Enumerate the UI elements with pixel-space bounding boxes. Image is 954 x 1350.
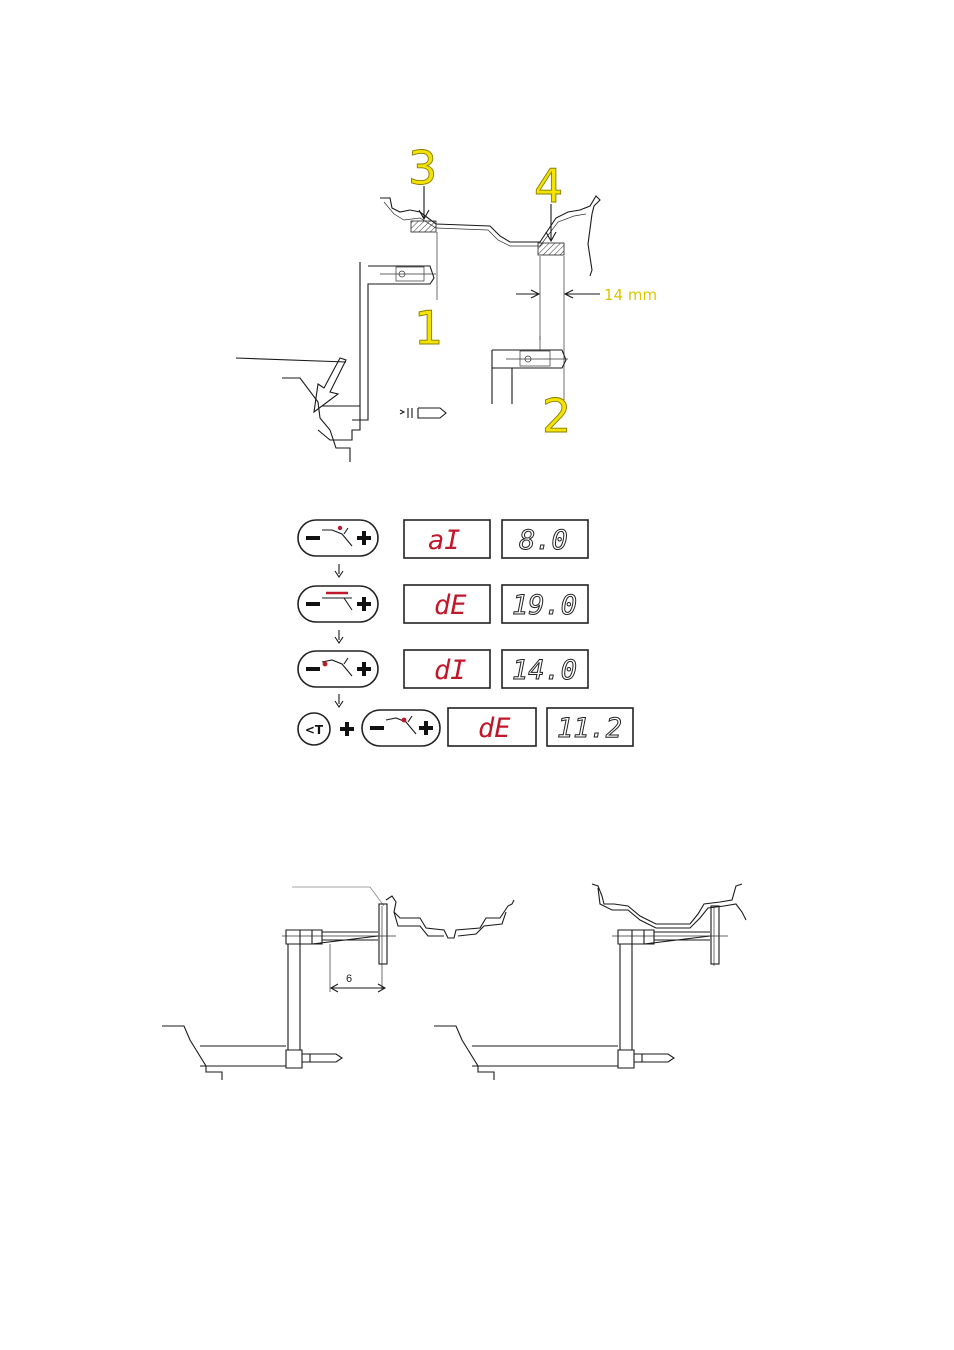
callout-2: 2 bbox=[542, 389, 571, 443]
minus-icon bbox=[306, 667, 320, 671]
rim-section-right bbox=[592, 884, 746, 928]
display-code-text: dE bbox=[434, 590, 467, 621]
display-code-3: dI bbox=[404, 650, 490, 688]
minus-icon bbox=[306, 536, 320, 540]
down-arrow-icon bbox=[335, 564, 343, 577]
display-value-4: 11.2 bbox=[547, 708, 633, 746]
measurement-label: 14 mm bbox=[604, 286, 657, 304]
callout-1: 1 bbox=[414, 301, 443, 355]
display-value-text: 8.0 bbox=[519, 525, 568, 556]
display-code-1: aI bbox=[404, 520, 490, 558]
wheel-dimension-button-1[interactable] bbox=[298, 520, 378, 556]
down-arrow-icon bbox=[335, 630, 343, 643]
rim-profile bbox=[380, 196, 600, 276]
display-value-1: 8.0 bbox=[502, 520, 588, 558]
display-code-2: dE bbox=[404, 585, 490, 623]
gauge-arm-right bbox=[618, 930, 710, 944]
display-code-4: dE bbox=[448, 708, 536, 746]
down-arrow-icon bbox=[335, 694, 343, 707]
bottom-left-diagram: 6 bbox=[162, 887, 514, 1080]
contact-block-4 bbox=[538, 243, 564, 255]
display-value-3: 14.0 bbox=[502, 650, 588, 688]
display-code-text: dI bbox=[434, 655, 467, 686]
minus-icon bbox=[370, 726, 384, 730]
machine-base bbox=[236, 358, 350, 462]
minus-icon bbox=[306, 602, 320, 606]
plus-icon bbox=[340, 722, 354, 736]
gauge-plate bbox=[711, 906, 719, 964]
pointer-arrow bbox=[314, 358, 346, 412]
callout-3: 3 bbox=[408, 141, 437, 195]
display-value-text: 19.0 bbox=[512, 590, 577, 621]
sequence-row-4: <T dE 11.2 bbox=[298, 708, 633, 746]
t-button[interactable]: <T bbox=[298, 713, 330, 745]
display-value-text: 14.0 bbox=[512, 655, 577, 686]
wheel-dimension-button-2[interactable] bbox=[298, 586, 378, 622]
sequence-row-1: aI 8.0 bbox=[298, 520, 588, 558]
sequence-row-2: dE 19.0 bbox=[298, 585, 588, 623]
gauge-plate bbox=[379, 904, 387, 964]
sequence-row-3: dI 14.0 bbox=[298, 650, 588, 688]
dimension-label: 6 bbox=[346, 973, 352, 985]
t-button-label: <T bbox=[305, 723, 324, 737]
wheel-dimension-button-3[interactable] bbox=[298, 651, 378, 687]
display-code-text: aI bbox=[428, 525, 461, 556]
wheel-dimension-button-4[interactable] bbox=[362, 710, 440, 746]
bottom-right-diagram bbox=[434, 884, 746, 1080]
gauge-arm-left bbox=[286, 930, 378, 944]
display-value-text: 11.2 bbox=[557, 713, 622, 744]
display-code-text: dE bbox=[478, 713, 511, 744]
callout-4: 4 bbox=[534, 159, 563, 213]
rim-section-left bbox=[386, 896, 514, 938]
contact-block-3 bbox=[411, 221, 436, 232]
display-value-2: 19.0 bbox=[502, 585, 588, 623]
